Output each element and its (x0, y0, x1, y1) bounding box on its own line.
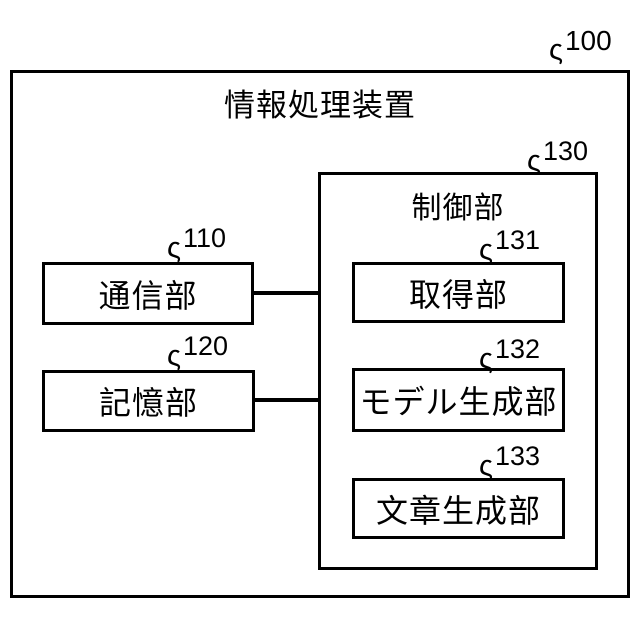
block-label: 文章生成部 (375, 492, 541, 529)
ref-number: 131 (494, 225, 541, 255)
leader-squiggle-icon: ς (479, 343, 493, 375)
leader-squiggle-icon: ς (479, 450, 493, 482)
block-model-generation-unit: モデル生成部 (352, 368, 565, 432)
block-label: モデル生成部 (359, 384, 558, 420)
ref-label-device: ς 100 (549, 25, 612, 65)
ref-label-communication-unit: ς 110 (167, 223, 227, 263)
ref-number: 100 (564, 25, 612, 56)
block-label: 記憶部 (98, 385, 198, 421)
block-acquisition-unit: 取得部 (352, 262, 565, 323)
block-control-unit: 制御部 取得部 モデル生成部 文章生成部 (318, 172, 598, 570)
ref-label-storage-unit: ς 120 (167, 331, 229, 371)
ref-number: 133 (494, 441, 541, 471)
leader-squiggle-icon: ς (167, 232, 181, 264)
ref-label-control-unit: ς 130 (527, 136, 589, 176)
ref-number: 110 (182, 223, 227, 253)
block-storage-unit: 記憶部 (42, 370, 255, 432)
block-label: 通信部 (98, 277, 198, 314)
block-communication-unit: 通信部 (42, 262, 254, 325)
connector-storage-to-control (252, 398, 320, 402)
ref-number: 130 (542, 136, 589, 166)
connector-communication-to-control (252, 291, 320, 295)
ref-label-model-generation-unit: ς 132 (479, 334, 541, 374)
control-unit-title: 制御部 (411, 192, 505, 225)
leader-squiggle-icon: ς (549, 34, 563, 66)
ref-number: 120 (182, 331, 229, 361)
leader-squiggle-icon: ς (167, 340, 181, 372)
ref-label-acquisition-unit: ς 131 (479, 225, 541, 265)
block-text-generation-unit: 文章生成部 (352, 478, 565, 539)
ref-number: 132 (494, 334, 541, 364)
ref-label-text-generation-unit: ς 133 (479, 441, 541, 481)
leader-squiggle-icon: ς (527, 145, 541, 177)
block-label: 取得部 (408, 276, 508, 313)
leader-squiggle-icon: ς (479, 234, 493, 266)
device-title: 情報処理装置 (224, 88, 416, 123)
